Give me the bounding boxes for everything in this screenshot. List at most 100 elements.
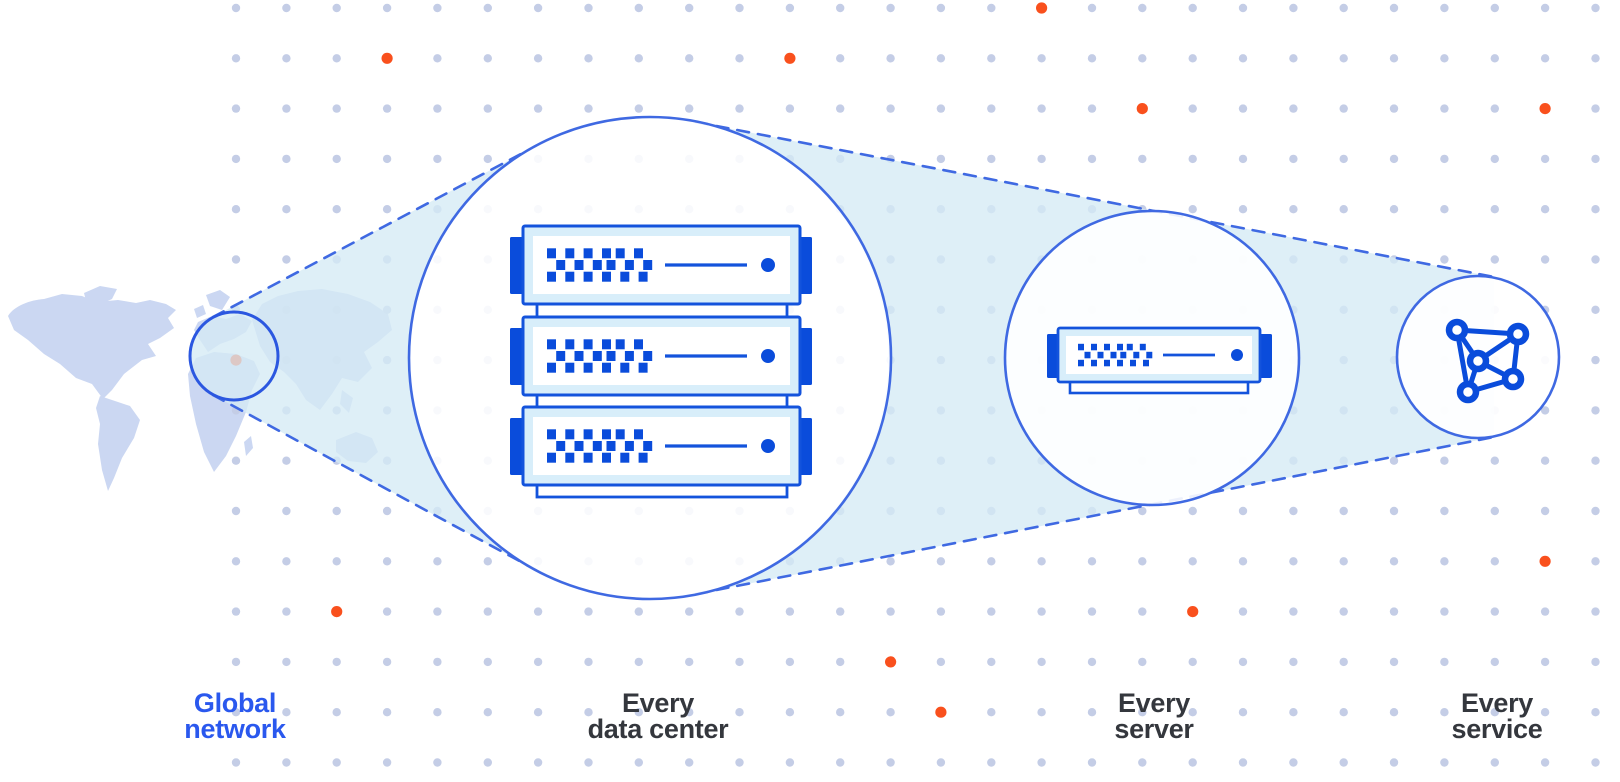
grid-dot <box>1289 54 1298 63</box>
grid-dot <box>483 557 492 566</box>
orange-grid-dot <box>935 706 947 718</box>
grid-dot <box>1238 657 1248 667</box>
grid-dot <box>886 557 895 566</box>
grid-dot <box>1490 557 1500 566</box>
grid-dot <box>1591 154 1600 164</box>
grid-dot <box>1087 557 1097 566</box>
grid-dot <box>1339 657 1348 667</box>
grid-dot <box>382 154 392 164</box>
grid-dot <box>735 607 744 616</box>
grid-dot <box>886 708 895 717</box>
orange-grid-dot <box>1539 555 1551 567</box>
grid-dot <box>1238 758 1248 767</box>
grid-dot <box>634 657 643 667</box>
orange-grid-dot <box>1136 103 1148 115</box>
grid-dot <box>987 758 996 767</box>
grid-dot <box>1591 607 1600 616</box>
grid-dot <box>382 758 392 767</box>
grid-dot <box>1238 3 1248 13</box>
grid-dot <box>282 456 291 465</box>
grid-dot <box>282 3 291 13</box>
grid-dot <box>1087 607 1097 616</box>
server-icon <box>510 405 812 487</box>
orange-grid-dot <box>331 606 343 618</box>
grid-dot <box>735 104 744 113</box>
grid-dot <box>1389 456 1399 465</box>
grid-dot <box>282 205 291 214</box>
grid-dot <box>836 607 845 616</box>
grid-dot <box>332 758 341 767</box>
grid-dot <box>634 3 643 13</box>
grid-dot <box>382 557 392 566</box>
grid-dot <box>584 54 593 63</box>
grid-dot <box>836 758 845 767</box>
grid-dot <box>1389 758 1399 767</box>
grid-dot <box>1339 104 1348 113</box>
grid-dot <box>1490 657 1500 667</box>
grid-dot <box>1591 255 1600 264</box>
grid-dot <box>1339 758 1348 767</box>
grid-dot <box>685 607 694 616</box>
grid-dot <box>433 3 442 13</box>
grid-dot <box>332 205 341 214</box>
grid-dot <box>1238 205 1248 214</box>
grid-dot <box>836 54 845 63</box>
orange-grid-dot <box>381 52 393 64</box>
grid-dot <box>433 708 442 717</box>
grid-dot <box>483 657 492 667</box>
grid-dot <box>936 104 946 113</box>
server-dot-matrix <box>547 429 653 463</box>
grid-dot <box>282 154 291 164</box>
grid-dot <box>1138 657 1147 667</box>
grid-dot <box>1591 758 1600 767</box>
grid-dot <box>282 54 291 63</box>
grid-dot <box>1138 506 1147 516</box>
grid-dot <box>483 3 492 13</box>
grid-dot <box>1087 104 1097 113</box>
grid-dot <box>382 607 392 616</box>
grid-dot <box>231 205 241 214</box>
grid-dot <box>1037 708 1046 717</box>
grid-dot <box>231 154 241 164</box>
grid-dot <box>735 54 744 63</box>
grid-dot <box>1490 3 1500 13</box>
grid-dot <box>1440 557 1449 566</box>
grid-dot <box>886 54 895 63</box>
grid-dot <box>231 557 241 566</box>
grid-dot <box>332 708 341 717</box>
grid-dot <box>1540 708 1550 717</box>
grid-dot <box>1440 456 1449 465</box>
server-icon <box>510 315 812 397</box>
grid-dot <box>634 708 643 717</box>
server-icon <box>510 224 812 306</box>
grid-dot <box>584 708 593 717</box>
grid-dot <box>1440 607 1449 616</box>
grid-dot <box>533 3 543 13</box>
grid-dot <box>433 657 442 667</box>
grid-dot <box>1188 506 1197 516</box>
grid-dot <box>936 3 946 13</box>
grid-dot <box>1289 557 1298 566</box>
grid-dot <box>634 607 643 616</box>
zoom-dashed-lines <box>211 120 1496 596</box>
grid-dot <box>483 758 492 767</box>
grid-dot <box>987 607 996 616</box>
grid-dot <box>785 708 795 717</box>
grid-dot <box>483 54 492 63</box>
grid-dot <box>735 708 744 717</box>
grid-dot <box>584 758 593 767</box>
grid-dot <box>433 758 442 767</box>
grid-dot <box>1540 657 1550 667</box>
grid-dot <box>1389 607 1399 616</box>
grid-dot <box>1591 54 1600 63</box>
grid-dot <box>433 607 442 616</box>
grid-dot <box>483 708 492 717</box>
grid-dot <box>231 104 241 113</box>
grid-dot <box>382 104 392 113</box>
grid-dot <box>1188 104 1197 113</box>
grid-dot <box>382 3 392 13</box>
grid-dot <box>282 506 291 516</box>
grid-dot <box>1188 708 1197 717</box>
grid-dot <box>1540 506 1550 516</box>
grid-dot <box>231 255 241 264</box>
